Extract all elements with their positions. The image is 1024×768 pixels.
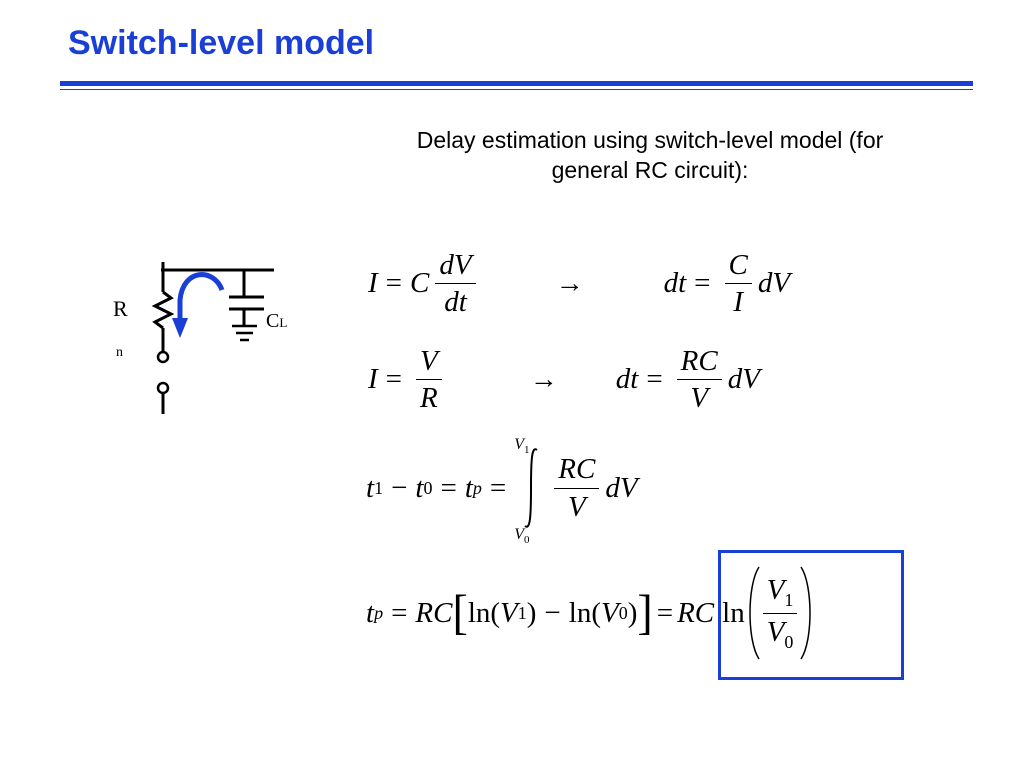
switch-contact-top [156,350,170,364]
integral-lower-limit: V0 [514,526,530,546]
arrow: → [529,363,558,395]
title-underline-thin [60,89,973,90]
arrow: → [555,267,584,299]
discharge-current-arrow [177,272,225,320]
subtitle-line-2: general RC circuit): [551,157,749,183]
resistor-zigzag [151,290,175,330]
resistor-label: R [113,296,128,321]
result-highlight-box [718,550,904,680]
slide-subtitle: Delay estimation using switch-level mode… [340,125,960,185]
subtitle-line-1: Delay estimation using switch-level mode… [416,127,884,153]
switch-contact-bottom [156,381,170,395]
left-paren [748,566,760,660]
discharge-arrow-head [172,318,188,338]
resistor-label-sub: n [116,345,123,360]
left-bracket: [ [452,585,468,640]
integral-sign: V1 V0 [514,436,542,546]
capacitor-label: CL [266,310,288,332]
fraction-v1-v0: V1 V0 [762,574,798,652]
right-paren [800,566,812,660]
right-bracket: ] [637,585,653,640]
slide-title: Switch-level model [68,24,375,62]
title-underline-thick [60,81,973,86]
integral-upper-limit: V1 [514,436,530,456]
